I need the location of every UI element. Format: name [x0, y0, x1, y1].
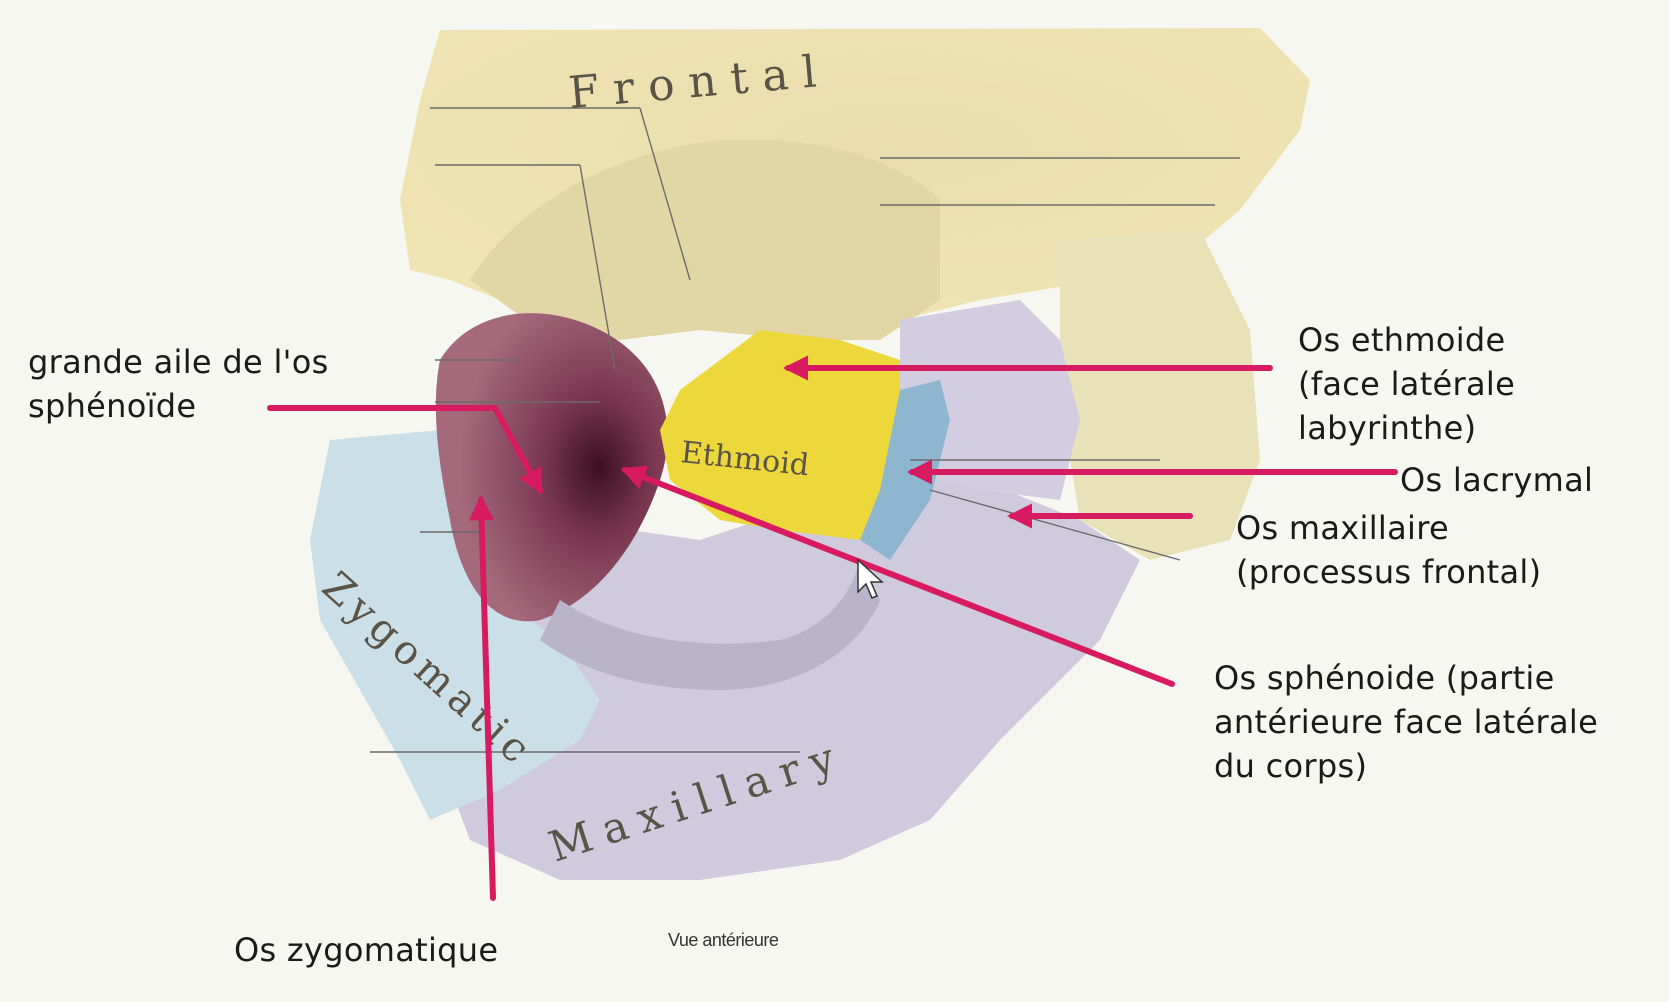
label-sphenoide-line1: Os sphénoide (partie: [1214, 659, 1555, 697]
arrow-zygomatique: [469, 494, 496, 901]
arrow-sphenoide: [620, 465, 1175, 687]
view-caption: Vue antérieure: [668, 930, 779, 950]
cursor-icon: [857, 558, 884, 599]
label-sphenoide-line3: du corps): [1214, 747, 1368, 785]
orbital-roof: [470, 139, 940, 340]
zygomatic-bone: [310, 430, 600, 820]
ethmoid-bone: [660, 330, 900, 540]
label-maxillaire: Os maxillaire (processus frontal): [1236, 506, 1541, 594]
orbital-floor: [540, 560, 880, 690]
leader-lines: [370, 107, 1240, 753]
nasal-area: [1060, 230, 1260, 560]
annotation-arrows: [267, 355, 1398, 901]
label-sphenoide: Os sphénoide (partie antérieure face lat…: [1214, 656, 1598, 788]
skull-illustration: [310, 28, 1310, 880]
label-maxillaire-line1: Os maxillaire: [1236, 509, 1449, 547]
label-grande-aile-line1: grande aile de l'os: [28, 343, 329, 381]
lacrimal-bone: [860, 380, 950, 560]
label-maxillaire-line2: (processus frontal): [1236, 553, 1542, 591]
label-sphenoide-line2: antérieure face latérale: [1214, 703, 1599, 741]
label-zygomatique: Os zygomatique: [234, 928, 498, 972]
label-grande-aile-line2: sphénoïde: [28, 387, 197, 425]
label-grande-aile: grande aile de l'os sphénoïde: [28, 340, 329, 428]
sphenoid-bone: [435, 313, 668, 622]
label-ethmoide-line1: Os ethmoide: [1298, 321, 1506, 359]
label-zygomatique-line1: Os zygomatique: [234, 931, 499, 969]
label-ethmoide: Os ethmoide (face latérale labyrinthe): [1298, 318, 1515, 450]
arrow-grande-aile-head: [492, 405, 543, 495]
label-lacrymal: Os lacrymal: [1400, 458, 1593, 502]
label-ethmoide-line3: labyrinthe): [1298, 409, 1477, 447]
label-ethmoide-line2: (face latérale: [1298, 365, 1516, 403]
maxilla-upper: [900, 300, 1080, 500]
label-lacrymal-line1: Os lacrymal: [1400, 461, 1594, 499]
